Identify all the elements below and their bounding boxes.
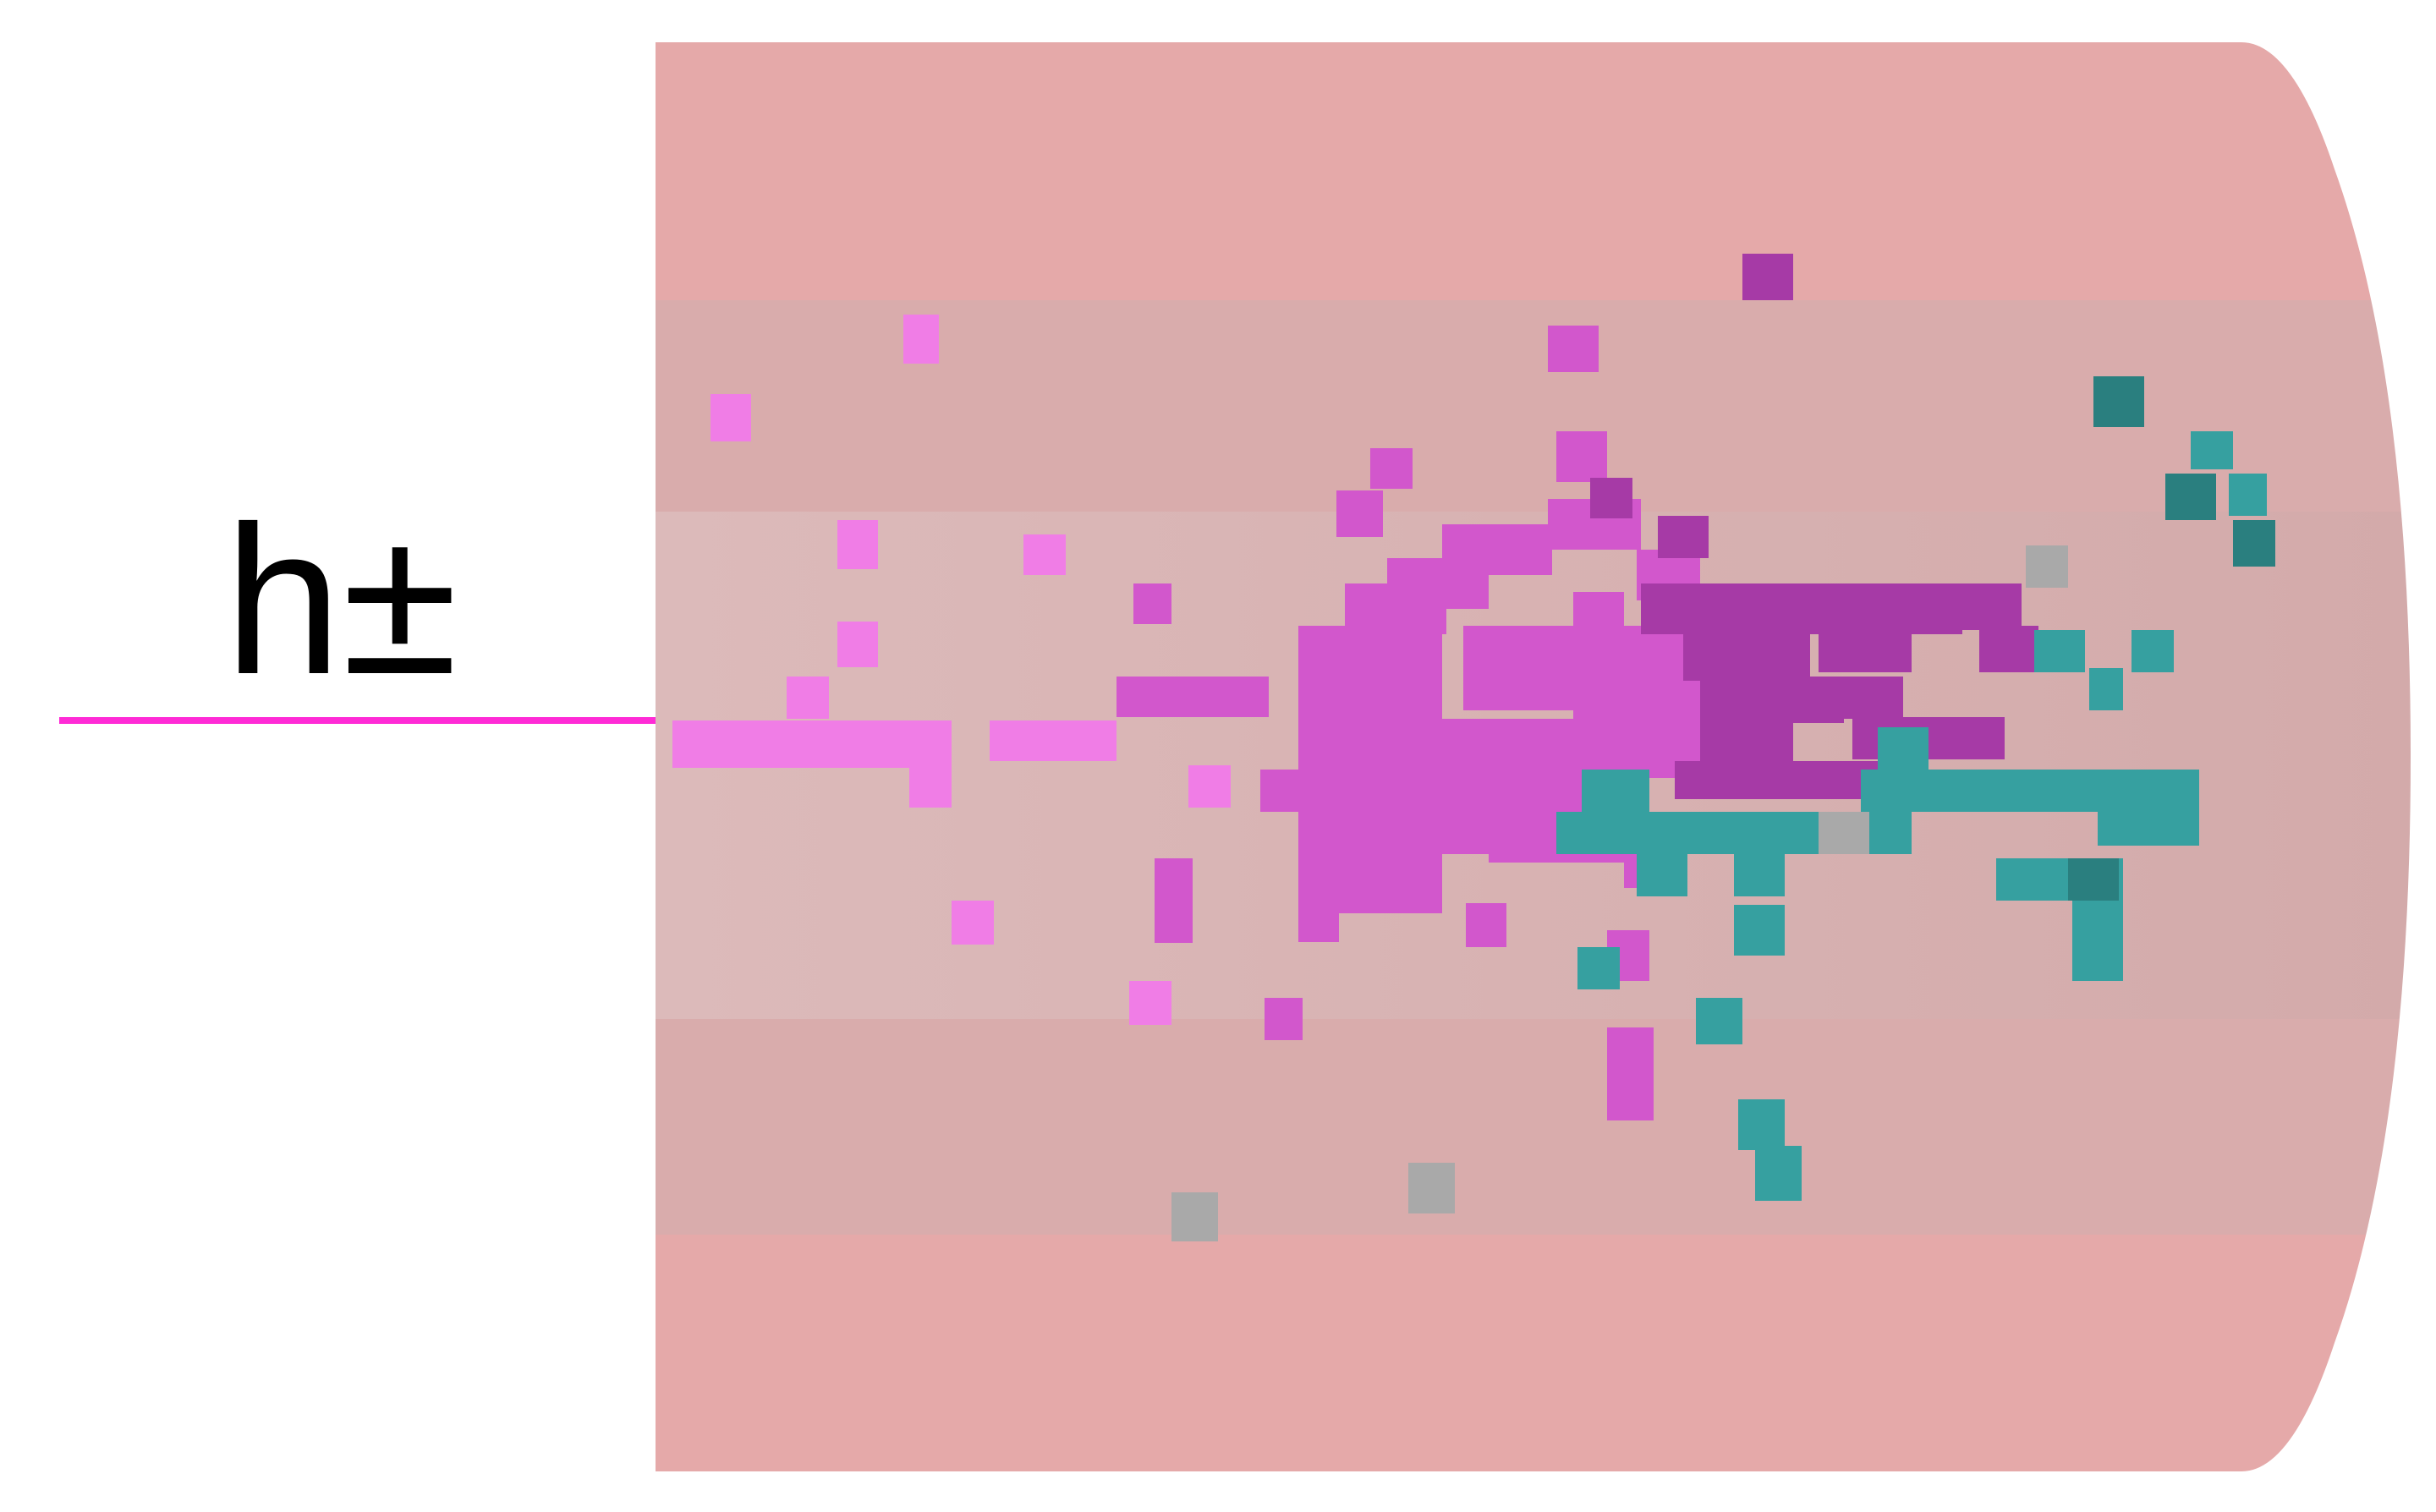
calorimeter-hit [2089, 668, 2123, 710]
calorimeter-hit [1819, 812, 1869, 854]
particle-label: h± [224, 482, 458, 718]
calorimeter-hit [1844, 677, 1903, 719]
calorimeter-hit [1265, 998, 1303, 1040]
calorimeter-hit [1607, 1027, 1654, 1120]
calorimeter-hit [1556, 431, 1607, 482]
detector-mid-band-bottom [656, 1019, 2411, 1235]
calorimeter-hit [1819, 626, 1912, 672]
calorimeter-hit [2132, 630, 2174, 672]
calorimeter-hit [2229, 474, 2267, 516]
detector-outer-band-top [656, 42, 2411, 300]
calorimeter-hit [1129, 981, 1171, 1025]
calorimeter-hit [1590, 478, 1632, 518]
calorimeter-hit [787, 677, 829, 719]
calorimeter-hit [2233, 520, 2275, 567]
calorimeter-hit [1996, 583, 2022, 630]
calorimeter-hit [1742, 254, 1793, 300]
calorimeter-hit [1696, 998, 1742, 1044]
calorimeter-hit [2165, 474, 2216, 520]
calorimeter-hit [2034, 630, 2085, 672]
calorimeter-hits [672, 254, 2275, 1241]
calorimeter-hit [1548, 326, 1599, 372]
calorimeter-hit [952, 901, 994, 945]
calorimeter-hit [672, 720, 952, 768]
calorimeter-hit [1260, 770, 1303, 812]
calorimeter-hit [1878, 727, 1928, 770]
calorimeter-hit [2098, 770, 2199, 846]
calorimeter-hit [1979, 626, 2038, 672]
calorimeter-hit [1658, 516, 1709, 558]
calorimeter-hit [837, 622, 878, 667]
calorimeter-hit [1577, 947, 1620, 989]
calorimeter-hit [1336, 490, 1383, 537]
calorimeter-hit [1700, 677, 1844, 723]
calorimeter-hit [909, 761, 952, 808]
calorimeter-hit [1582, 770, 1649, 816]
calorimeter-hit [1171, 1192, 1218, 1241]
calorimeter-hit [1023, 534, 1066, 575]
calorimeter-hit [1886, 583, 1996, 630]
calorimeter-hit [710, 394, 751, 441]
calorimeter-hit [1734, 905, 1785, 956]
calorimeter-hit [1755, 1146, 1802, 1201]
calorimeter-hit [2068, 858, 2119, 901]
calorimeter-hit [2191, 431, 2233, 469]
calorimeter-hit [990, 720, 1116, 761]
calorimeter-hit [1734, 854, 1785, 896]
calorimeter-hit [1408, 1163, 1455, 1213]
calorimeter-hit [1738, 1099, 1785, 1150]
calorimeter-hit [1573, 592, 1624, 634]
calorimeter-hit [1683, 634, 1810, 681]
detector-outer-band-bottom [656, 1235, 2411, 1471]
calorimeter-hit [837, 520, 878, 569]
calorimeter-hit [2026, 545, 2068, 588]
calorimeter-hit [1133, 583, 1171, 624]
calorimeter-hit [1155, 858, 1193, 943]
calorimeter-hit [1637, 854, 1687, 896]
calorimeter-hit [903, 315, 939, 364]
calorimeter-hit [2093, 376, 2144, 427]
calorimeter-hit [1370, 448, 1413, 489]
calorimeter-hit [1116, 677, 1269, 717]
calorimeter-hit [1442, 524, 1552, 575]
calorimeter-hit [1466, 903, 1506, 947]
calorimeter-hit [1188, 765, 1231, 808]
